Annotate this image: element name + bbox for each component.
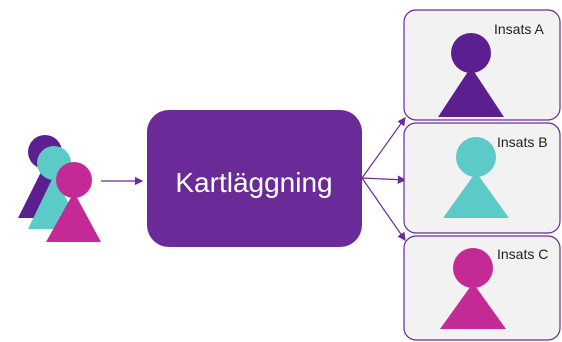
person-purple-icon (438, 33, 504, 117)
arrow-to-insats-b (361, 175, 407, 184)
output-box-insats-c: Insats C (403, 235, 561, 341)
output-box-insats-b: Insats B (403, 122, 561, 234)
process-label: Kartläggning (175, 167, 332, 198)
input-people-group (18, 135, 101, 242)
output-box-insats-a: Insats A (403, 9, 561, 121)
person-teal-icon (443, 137, 509, 218)
person-magenta-icon (440, 248, 506, 329)
process-box: Kartläggning (147, 110, 362, 247)
arrow-to-insats-c (361, 177, 406, 241)
arrow-to-insats-a (361, 117, 406, 179)
input-person-magenta-icon (46, 162, 101, 242)
output-label-b: Insats B (497, 134, 548, 150)
output-label-a: Insats A (494, 21, 544, 37)
output-label-c: Insats C (497, 246, 548, 262)
